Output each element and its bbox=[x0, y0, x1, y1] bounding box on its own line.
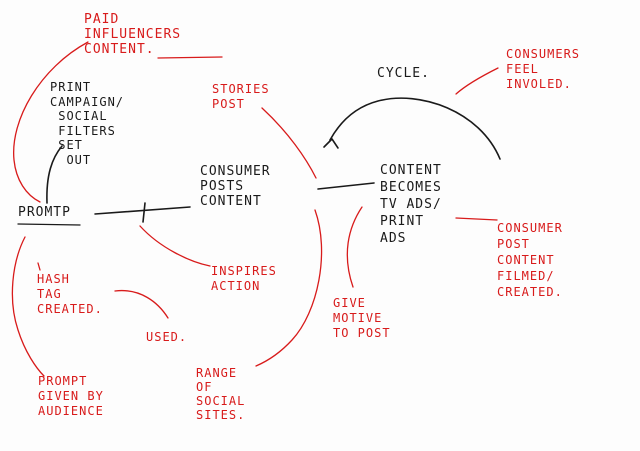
underline-content bbox=[157, 56, 223, 59]
link-consumer-content bbox=[317, 182, 375, 190]
link-range bbox=[255, 209, 323, 367]
link-motive bbox=[346, 206, 363, 288]
link-audience bbox=[11, 236, 45, 377]
link-hashtag bbox=[37, 262, 41, 271]
node-content-becomes-ads: CONTENT BECOMES TV ADS/ PRINT ADS bbox=[380, 163, 442, 246]
note-inspires-action: INSPIRES ACTION bbox=[211, 264, 277, 293]
link-cycle-arrowhead bbox=[323, 138, 339, 149]
note-used: USED. bbox=[146, 330, 188, 344]
note-consumer-post-filmed: CONSUMER POST CONTENT FILMED/ CREATED. bbox=[497, 221, 563, 299]
node-prompt: PROMTP bbox=[18, 205, 71, 220]
link-paid-influencers bbox=[13, 41, 89, 203]
link-prompt-consumer-tick bbox=[142, 202, 146, 223]
note-prompt-given-by-audience: PROMPT GIVEN BY AUDIENCE bbox=[38, 374, 104, 418]
node-print-campaign: PRINT CAMPAIGN/ SOCIAL FILTERS SET OUT bbox=[50, 80, 125, 167]
node-consumer-posts-content: CONSUMER POSTS CONTENT bbox=[200, 164, 271, 209]
note-consumers-feel-involved: CONSUMERS FEEL INVOLED. bbox=[506, 47, 581, 91]
note-hash-tag-created: HASH TAG CREATED. bbox=[37, 272, 103, 316]
link-prompt-print bbox=[46, 145, 63, 204]
underline-prompt bbox=[17, 223, 81, 226]
link-prompt-consumer bbox=[94, 206, 191, 215]
link-stories bbox=[261, 107, 317, 179]
link-filmed bbox=[455, 217, 498, 221]
link-cycle-arrow bbox=[329, 97, 501, 160]
link-feel bbox=[455, 67, 499, 95]
note-give-motive: GIVE MOTIVE TO POST bbox=[333, 296, 391, 340]
note-range-of-social-sites: RANGE OF SOCIAL SITES. bbox=[196, 366, 246, 422]
link-used bbox=[114, 289, 169, 319]
link-inspires bbox=[139, 225, 211, 267]
note-paid-influencers: PAID INFLUENCERS CONTENT. bbox=[84, 12, 182, 57]
node-cycle: CYCLE. bbox=[377, 66, 430, 81]
note-stories-post: STORIES POST bbox=[212, 82, 270, 111]
